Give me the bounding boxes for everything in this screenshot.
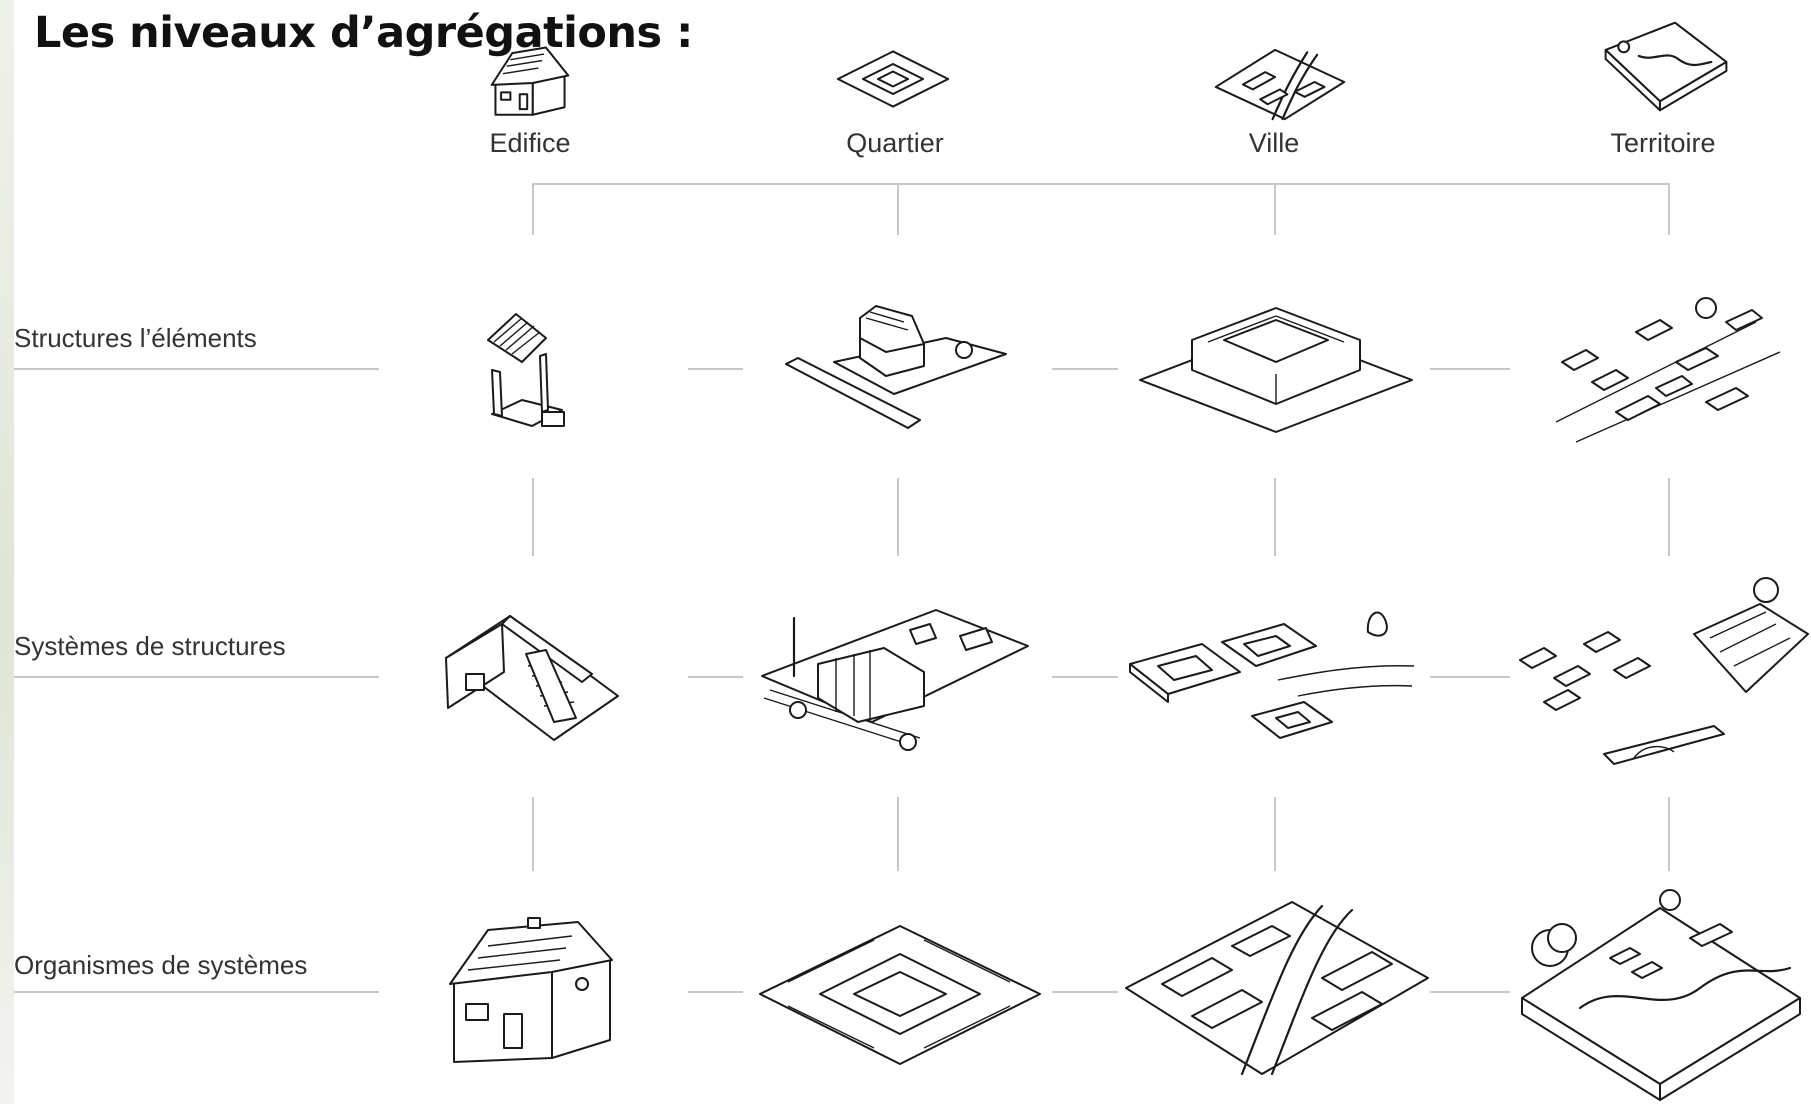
row-connector [532,478,534,556]
row-connector [897,478,899,556]
column-dash [688,368,743,370]
row-connector [532,797,534,871]
bracket-drop-ville [1274,183,1276,235]
sketch-ville-structures [1136,300,1416,436]
page-title: Les niveaux d’agrégations : [34,8,693,58]
column-dash [1052,368,1118,370]
row-label-organismes: Organismes de systèmes [14,950,308,980]
ville-header-icon [1205,40,1355,124]
row-rule [14,991,379,993]
edifice-header-icon [488,44,572,122]
header-bracket-line [532,183,1670,185]
column-dash [1430,676,1510,678]
sketch-quartier-organismes [754,914,1044,1070]
sketch-ville-organismes [1122,898,1432,1086]
sketch-edifice-structures [482,310,572,430]
row-rule [14,368,379,370]
bracket-drop-quartier [897,183,899,235]
sketch-edifice-systemes [442,614,622,744]
sketch-ville-systemes [1118,604,1416,754]
column-label-territoire: Territoire [1610,128,1716,158]
row-connector [1668,797,1670,871]
row-connector [1668,478,1670,556]
sketch-edifice-organismes [446,918,616,1066]
territoire-header-icon [1592,12,1740,124]
column-label-ville: Ville [1248,128,1300,158]
row-connector [1274,478,1276,556]
column-label-edifice: Edifice [489,128,571,158]
row-connector [897,797,899,871]
row-label-structures: Structures l’éléments [14,323,257,353]
sketch-territoire-structures [1556,292,1780,444]
sketch-quartier-structures [784,302,1010,436]
row-connector [1274,797,1276,871]
left-edge-strip [0,0,14,1104]
column-dash [688,991,743,993]
sketch-quartier-systemes [760,606,1030,752]
sketch-territoire-systemes [1514,574,1808,780]
column-label-quartier: Quartier [846,128,944,158]
column-dash [1430,368,1510,370]
column-dash [688,676,743,678]
column-dash [1052,676,1118,678]
row-label-systemes: Systèmes de structures [14,631,286,661]
sketch-territoire-organismes [1520,888,1802,1100]
row-rule [14,676,379,678]
column-dash [1430,991,1510,993]
bracket-drop-edifice [532,183,534,235]
quartier-header-icon [818,38,968,120]
column-dash [1052,991,1118,993]
bracket-drop-territoire [1668,183,1670,235]
